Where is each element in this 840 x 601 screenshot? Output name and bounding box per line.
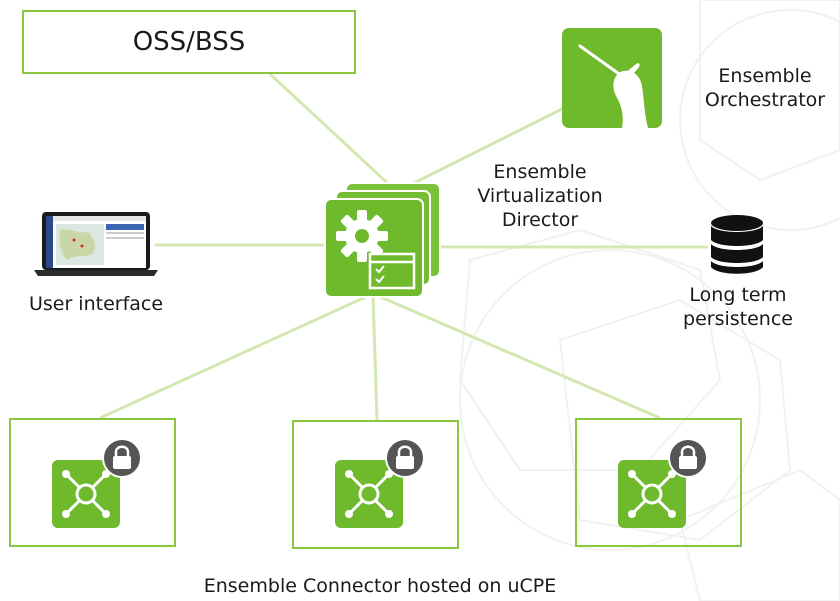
connector-box-3 [575, 418, 742, 547]
connector-node-3 [618, 438, 708, 528]
orchestrator-tile [562, 28, 662, 128]
line-orchestrator-to-director [399, 98, 581, 192]
director-label-line3: Director [501, 209, 579, 231]
connector-box-2 [292, 420, 459, 549]
director-tile [324, 198, 424, 298]
orchestrator-label-line2: Orchestrator [704, 89, 826, 111]
conductor-baton-icon [578, 44, 648, 128]
line-director-to-connector-2 [371, 294, 379, 421]
database-icon [711, 215, 763, 274]
oss-bss-box: OSS/BSS [22, 10, 356, 74]
director-label-line2: Virtualization [477, 185, 603, 207]
director-label-line1: Ensemble [493, 161, 587, 183]
line-director-to-connector-1 [99, 293, 371, 420]
hub-nodes-icon [632, 474, 672, 514]
user-interface-label: User interface [28, 293, 164, 315]
gear-window-checklist-icon [336, 210, 416, 290]
padlock-icon [102, 438, 142, 478]
orchestrator-label-line1: Ensemble [718, 65, 812, 87]
padlock-icon [668, 438, 708, 478]
connector-box-1 [9, 418, 176, 547]
connector-node-2 [335, 438, 425, 528]
orchestrator-label: Ensemble Orchestrator [690, 64, 840, 112]
persistence-label-line2: persistence [683, 308, 793, 330]
hub-nodes-icon [66, 474, 106, 514]
connectors-caption: Ensemble Connector hosted on uCPE [203, 575, 557, 597]
line-director-to-connector-3 [375, 293, 661, 420]
director-label: Ensemble Virtualization Director [465, 160, 615, 232]
persistence-label-line1: Long term [689, 284, 787, 306]
persistence-label: Long term persistence [668, 283, 808, 331]
oss-bss-label: OSS/BSS [132, 27, 246, 57]
line-oss-to-director [268, 72, 397, 192]
connector-node-1 [52, 438, 142, 528]
padlock-icon [385, 438, 425, 478]
laptop-map-icon [34, 212, 158, 276]
hub-nodes-icon [349, 474, 389, 514]
